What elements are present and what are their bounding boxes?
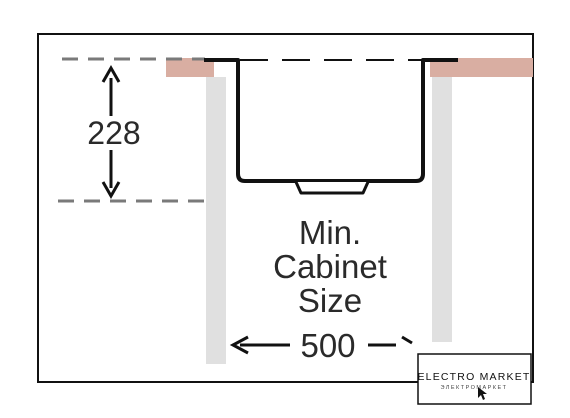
width-arrowhead-left [229,335,249,355]
sink-bowl [204,58,458,183]
diagram-frame [37,33,534,383]
countertop-left [166,58,214,77]
cabinet-wall-right [432,77,452,342]
cabinet-wall-left [206,77,226,364]
cabinet-label-line-3: Size [298,282,362,319]
depth-arrowhead-top [101,64,121,83]
logo-tagline: ЭЛЕКТРОМАРКЕТ [440,385,507,391]
countertop-right [430,58,533,77]
depth-arrowhead-bottom [101,181,121,200]
width-arrow-tip-right [401,335,413,345]
width-dimension-label: 500 [300,327,355,364]
cursor-icon [478,387,487,400]
depth-dimension-label: 228 [87,115,140,151]
sink-drain [294,181,370,195]
logo-name: ELECTRO MARKET [417,371,530,383]
electro-market-logo: ELECTRO MARKET ЭЛЕКТРОМАРКЕТ [417,353,532,405]
cabinet-label-line-1: Min. [299,214,361,251]
logo-box [417,353,532,405]
cabinet-label-line-2: Cabinet [273,248,387,285]
